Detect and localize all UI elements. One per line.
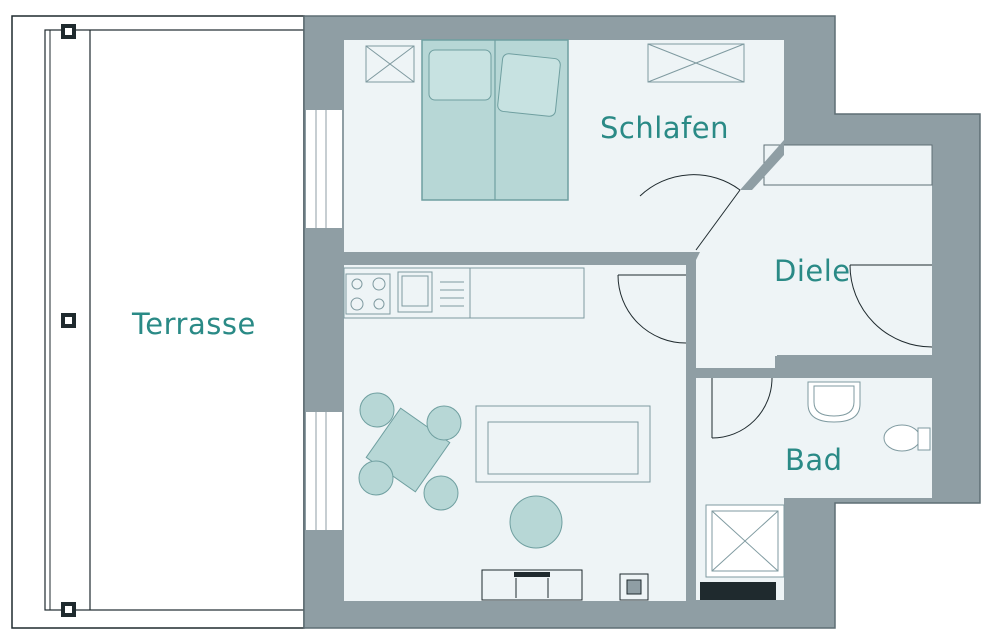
- hall-floor: [696, 145, 932, 368]
- railing-post: [61, 602, 76, 617]
- door-swing-icon: [711, 377, 773, 439]
- toilet-icon: [883, 424, 931, 452]
- tv-unit: [481, 569, 583, 601]
- wardrobe-box: [365, 45, 415, 83]
- window: [306, 412, 342, 530]
- wall-hall-bath: [686, 265, 696, 601]
- sofa-icon: [475, 405, 651, 483]
- shaft-icon: [619, 573, 649, 601]
- door-swing-icon: [617, 274, 687, 344]
- bed-icon: [421, 39, 569, 201]
- chair-icon: [423, 475, 459, 511]
- room-label-terrace: Terrasse: [132, 307, 256, 341]
- chair-icon: [358, 460, 394, 496]
- wall-bath-top: [775, 356, 932, 378]
- chair-icon: [359, 392, 395, 428]
- washbasin-icon: [807, 381, 861, 423]
- railing-post: [61, 313, 76, 328]
- shower-icon: [705, 504, 785, 578]
- wardrobe: [763, 144, 933, 186]
- sink-icon: [397, 271, 464, 313]
- stove-icon: [345, 273, 391, 315]
- door-swing-icon: [849, 264, 933, 348]
- room-label-hall: Diele: [774, 254, 851, 288]
- room-label-bedroom: Schlafen: [600, 111, 729, 145]
- terrace: [11, 15, 305, 629]
- pouf-icon: [509, 495, 563, 549]
- door-swing-icon: [639, 174, 741, 251]
- bedroom-corner-floor: [700, 40, 784, 252]
- room-label-bath: Bad: [785, 443, 843, 477]
- wall-bed-living: [344, 252, 696, 265]
- wall-diagonal: [740, 140, 784, 190]
- stair-step: [700, 582, 776, 600]
- railing-post: [61, 24, 76, 39]
- chair-icon: [426, 405, 462, 441]
- kitchen-counter: [343, 267, 585, 319]
- wardrobe-box: [647, 43, 745, 83]
- window: [306, 110, 342, 228]
